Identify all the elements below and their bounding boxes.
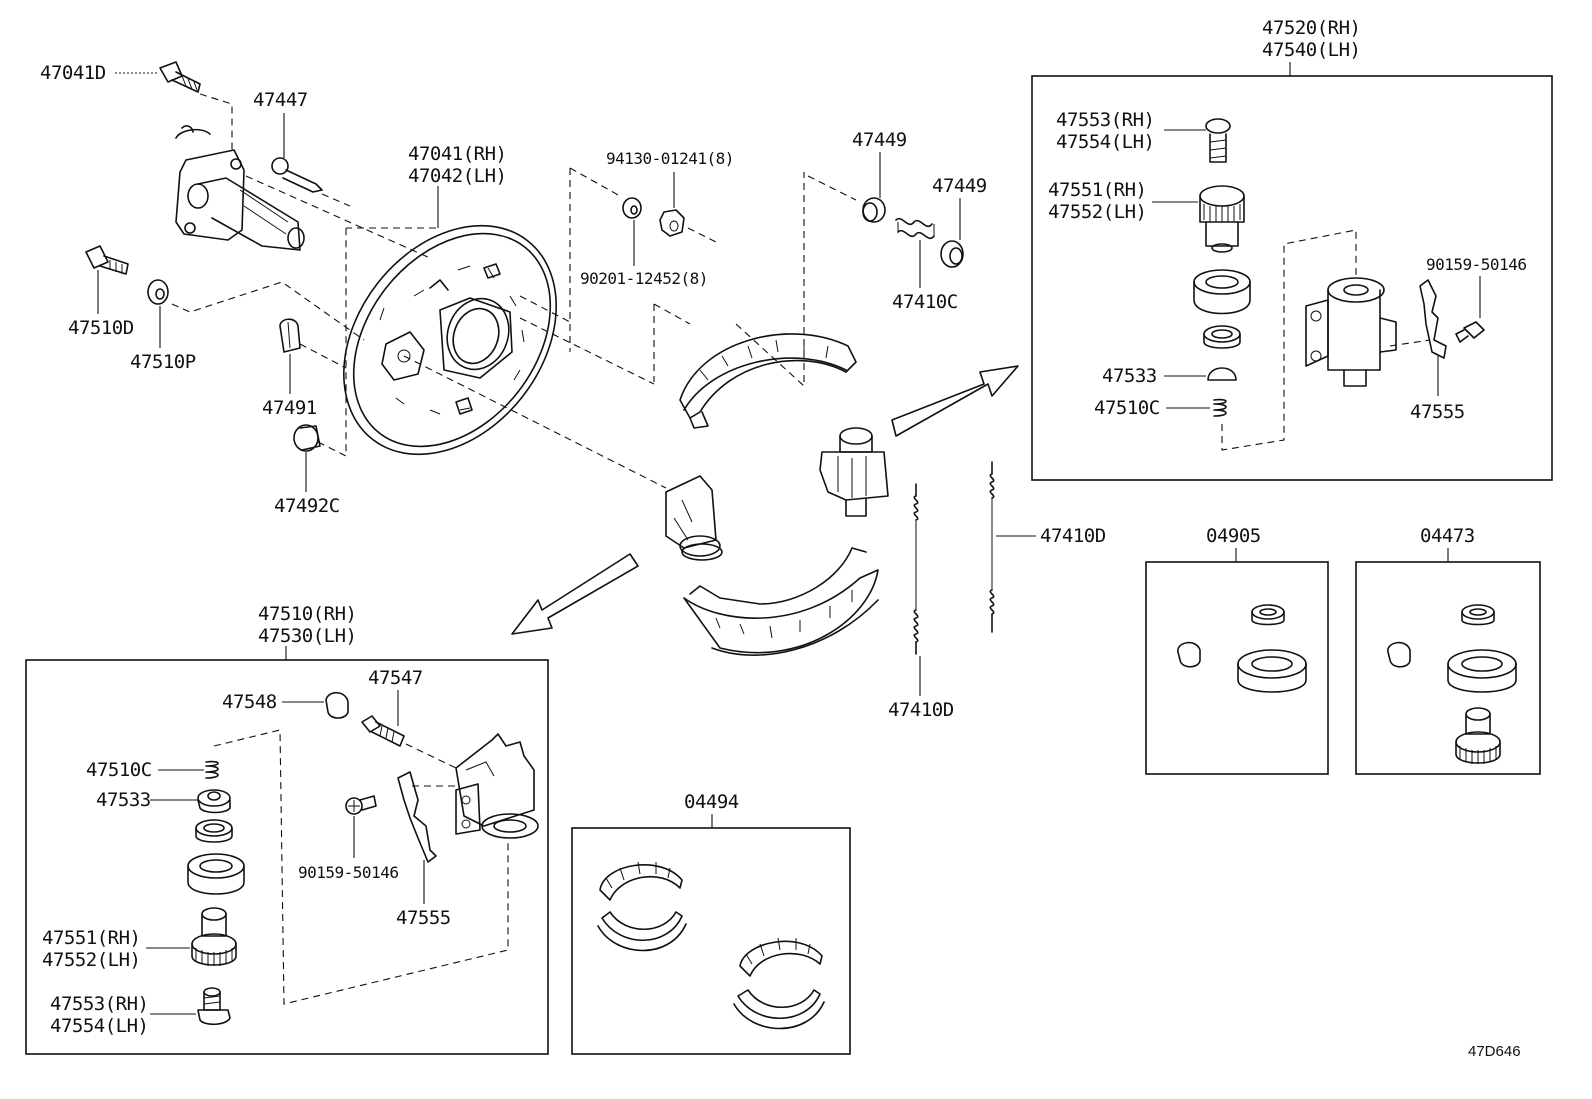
front-90159: 90159-50146 [298,863,398,882]
cylinder-body-rear [1305,277,1397,387]
label-47041D: 47041D [40,62,106,84]
kit-04494-box [571,827,851,1055]
spring-47510C-rear [1213,398,1227,417]
spring-47410C [895,217,935,240]
plug-47492C [293,424,321,452]
bolt-47510D [85,245,129,275]
front-47554-lh: 47554(LH) [50,1015,148,1037]
rear-cyl-box [1031,75,1553,481]
label-47449-a: 47449 [852,129,907,151]
label-47449-b: 47449 [932,175,987,197]
brake-shoe-lower [683,547,879,656]
label-47491: 47491 [262,397,317,419]
front-cyl-title-rh: 47510(RH) [258,603,356,625]
kit-04494-shoes [597,861,825,1030]
cup-47449-a [862,197,886,223]
cup-large-rear [1193,269,1251,315]
plug-47491 [279,318,301,353]
brake-shoe-upper [679,333,857,429]
spring-47410D-a [913,483,919,655]
label-47510D: 47510D [68,317,134,339]
front-47510C: 47510C [86,759,152,781]
rear-cyl-title-lh: 47540(LH) [1262,39,1360,61]
front-47551-rh: 47551(RH) [42,927,140,949]
front-47548: 47548 [222,691,277,713]
label-47492C: 47492C [274,495,340,517]
bolt-47041D [159,61,201,93]
cap-47548 [325,691,349,719]
front-47533: 47533 [96,789,151,811]
arrow-to-front-cyl-box [511,553,639,635]
rear-47554-lh: 47554(LH) [1056,131,1154,153]
rear-47510C: 47510C [1094,397,1160,419]
front-47553-rh: 47553(RH) [50,993,148,1015]
front-cyl-title-lh: 47530(LH) [258,625,356,647]
nut-94130 [659,209,685,237]
label-47447: 47447 [253,89,308,111]
bolt-47447 [271,157,323,193]
label-47042-lh: 47042(LH) [408,165,506,187]
adjusting-lever-rear [1419,279,1447,359]
wheel-cylinder-rear-assy [819,427,889,517]
label-47410C: 47410C [892,291,958,313]
screw-90159-front [345,795,377,815]
kit-04473-label: 04473 [1420,525,1475,547]
rear-47552-lh: 47552(LH) [1048,201,1146,223]
rear-47551-rh: 47551(RH) [1048,179,1146,201]
front-47547: 47547 [368,667,423,689]
rear-47555: 47555 [1410,401,1465,423]
kit-04473-parts [1387,604,1517,764]
rear-90159: 90159-50146 [1426,255,1526,274]
kit-04905-box [1145,561,1329,775]
label-47410D-b: 47410D [888,699,954,721]
adjusting-bolt-rear [1199,185,1245,253]
adjusting-bolt-front [191,907,237,966]
bleeder-screw-front [197,987,231,1026]
label-47041-rh: 47041(RH) [408,143,506,165]
kit-04905-label: 04905 [1206,525,1261,547]
bleeder-47547 [361,715,405,747]
cap-47533-front [197,789,231,814]
spring-47410D-b [989,461,995,633]
cylinder-body-front [455,733,539,839]
kit-04905-parts [1177,604,1307,693]
washer-47510P [147,279,169,305]
axle-flange-part [175,125,305,251]
label-47410D-a: 47410D [1040,525,1106,547]
cup-large-front [187,853,245,895]
front-47552-lh: 47552(LH) [42,949,140,971]
washer-90201 [622,197,642,219]
rear-cyl-title-rh: 47520(RH) [1262,17,1360,39]
label-47510P: 47510P [130,351,196,373]
cup-47449-b [940,240,964,268]
front-cyl-box [25,659,549,1055]
arrow-to-rear-cyl-box [891,365,1019,437]
rear-47533: 47533 [1102,365,1157,387]
label-90201: 90201-12452(8) [580,269,708,288]
backing-plate-part [343,224,557,456]
cup-small-front [195,819,233,843]
label-94130: 94130-01241(8) [606,149,734,168]
rear-47553-rh: 47553(RH) [1056,109,1154,131]
cap-47533-rear [1207,367,1237,381]
kit-04473-box [1355,561,1541,775]
spring-47510C-front [205,760,219,779]
bleeder-screw-rear [1205,118,1231,163]
front-47555: 47555 [396,907,451,929]
wheel-cylinder-front-assy [665,475,723,561]
screw-90159-rear [1455,321,1485,343]
kit-04494-label: 04494 [684,791,739,813]
diagram-ref: 47D646 [1468,1043,1521,1060]
cup-small-rear [1203,325,1241,349]
